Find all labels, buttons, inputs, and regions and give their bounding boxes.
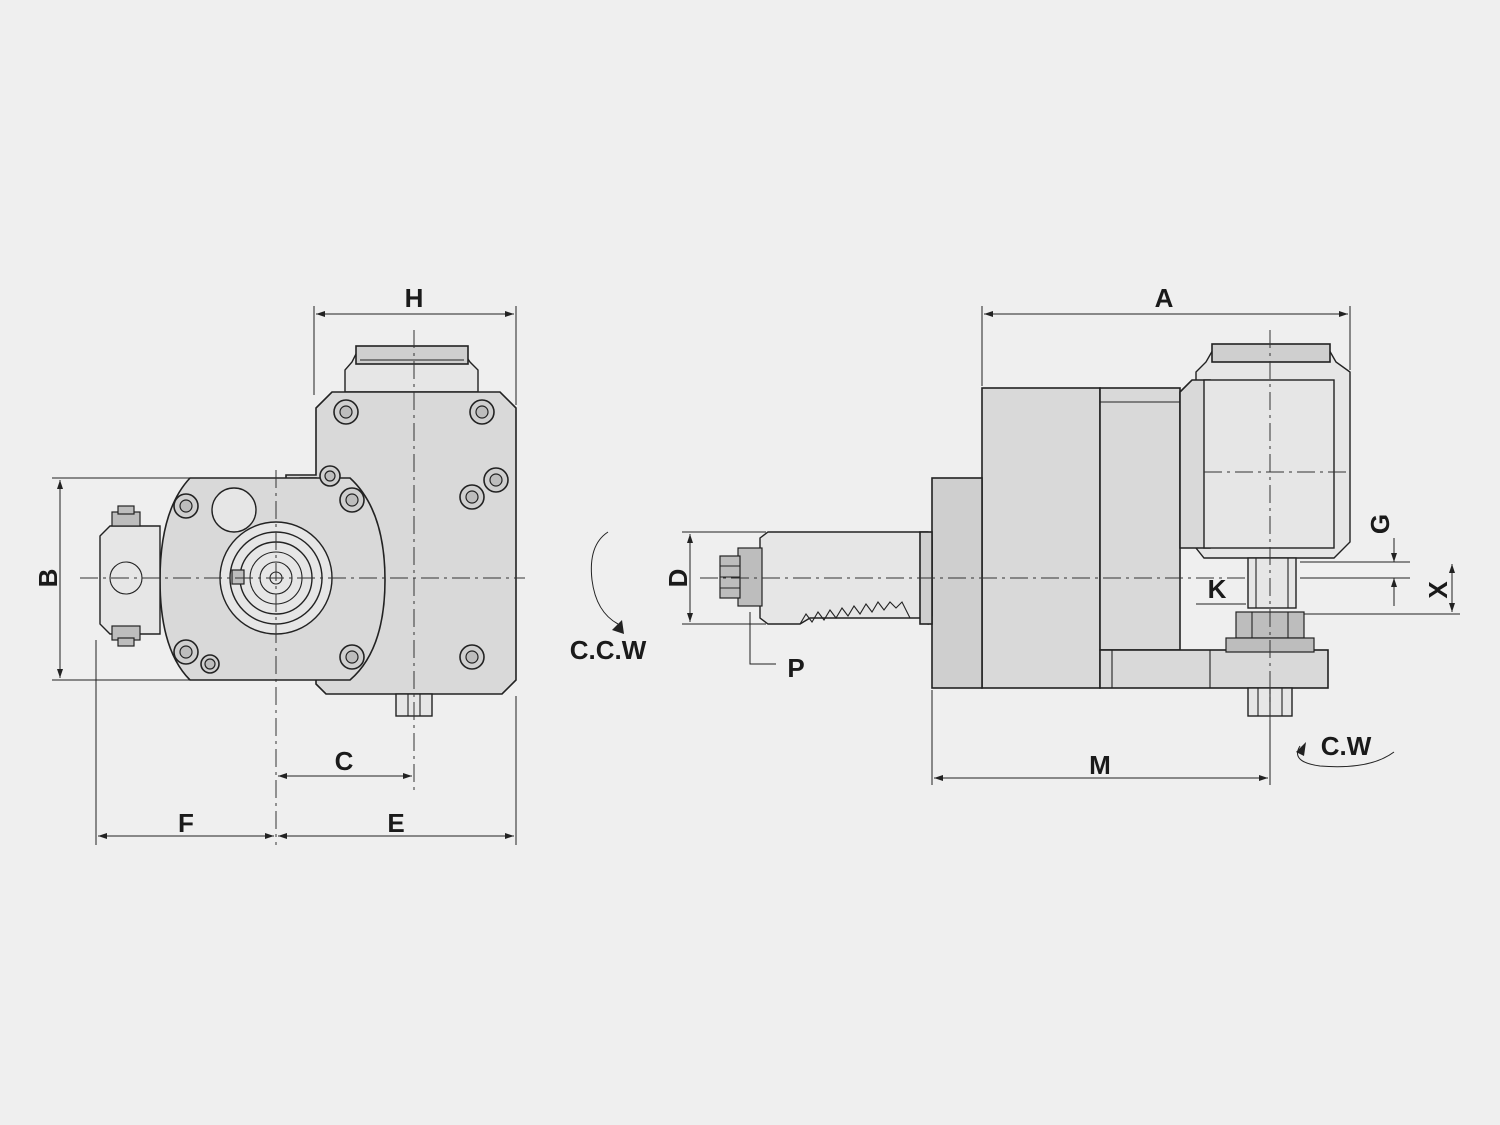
bracket-screw-top: [111, 505, 141, 527]
inspection-cover: [211, 487, 257, 533]
label-c: C: [335, 746, 354, 776]
drive-spline: [719, 547, 763, 607]
front-view-dimensions: [52, 306, 517, 845]
label-f: F: [178, 808, 194, 838]
bracket-screw-bottom: [111, 625, 141, 647]
ccw-rotation-arrow: [590, 531, 624, 634]
label-e: E: [387, 808, 404, 838]
main-block: [981, 387, 1101, 689]
bottom-bracket: [1099, 649, 1329, 689]
side-view-dimensions: [682, 306, 1460, 785]
label-p: P: [787, 653, 804, 683]
label-b: B: [33, 569, 63, 588]
top-boss-cap: [355, 345, 469, 365]
label-a: A: [1155, 283, 1174, 313]
label-g: G: [1365, 514, 1395, 534]
mounting-flange: [931, 477, 983, 689]
side-bracket: [99, 525, 161, 635]
label-x: X: [1423, 581, 1453, 599]
label-k: K: [1208, 574, 1227, 604]
label-h: H: [405, 283, 424, 313]
housing-bolts: [173, 399, 509, 674]
front-view: [80, 330, 525, 845]
label-m: M: [1089, 750, 1111, 780]
label-cw: C.W: [1321, 731, 1372, 761]
vertical-spindle: [1225, 557, 1315, 717]
side-view: [700, 330, 1351, 740]
cw-rotation-arrow: [1296, 742, 1395, 768]
label-ccw: C.C.W: [570, 635, 647, 665]
label-d: D: [663, 569, 693, 588]
mid-block: [1099, 387, 1181, 651]
